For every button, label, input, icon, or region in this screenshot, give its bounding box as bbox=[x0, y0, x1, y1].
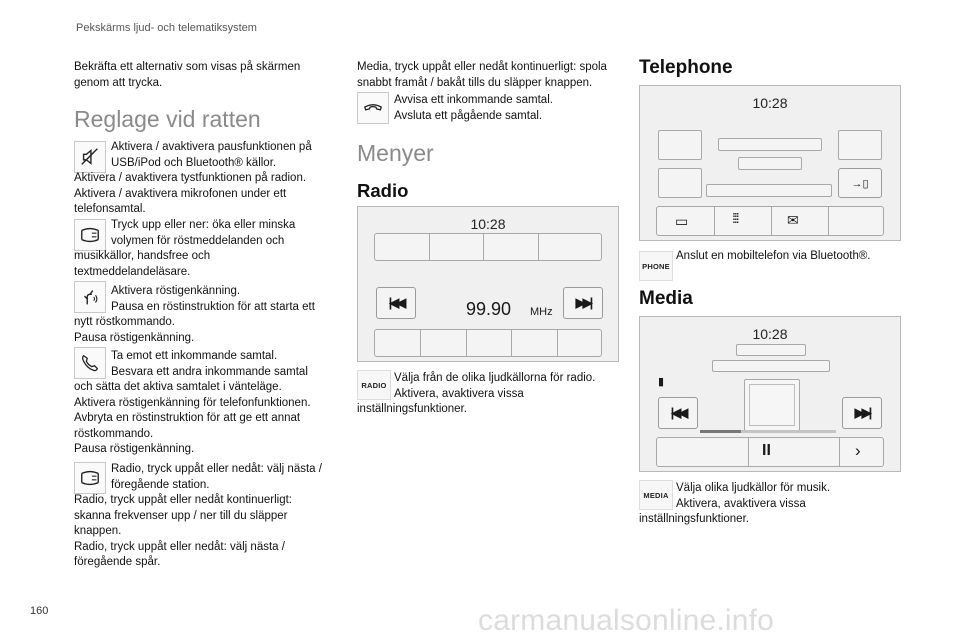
pause-icon[interactable]: II bbox=[762, 442, 771, 459]
phone-desc: Ta emot ett inkommande samtal.Besvara et… bbox=[111, 350, 308, 378]
phone-number-field bbox=[738, 157, 802, 170]
contacts-icon[interactable]: ▭ bbox=[675, 213, 689, 229]
phone-desc-cont: och sätta det aktiva samtalet i vänteläg… bbox=[74, 381, 311, 455]
radio-screen: 10:28 |◀◀ 99.90 MHz ▶▶| bbox=[357, 206, 619, 362]
rocker-icon bbox=[74, 462, 106, 494]
telephone-screen: 10:28 →▯ ▭ ⁞⁞⁞ ✉ bbox=[639, 85, 901, 241]
media-heading: Media bbox=[639, 288, 693, 309]
phone-cell-ml[interactable] bbox=[658, 168, 702, 198]
hangup-desc: Avvisa ett inkommande samtal.Avsluta ett… bbox=[394, 94, 553, 122]
media-desc: Välja olika ljudkällor för musik.Aktiver… bbox=[676, 482, 831, 510]
previous-icon: |◀◀ bbox=[388, 295, 407, 310]
phone-status-field bbox=[706, 184, 832, 197]
mute-icon bbox=[74, 141, 106, 173]
intro-text: Bekräfta ett alternativ som visas på skä… bbox=[74, 61, 301, 89]
radio-presets-bottom[interactable] bbox=[374, 329, 602, 357]
voice-desc-cont: nytt röstkommando.Pausa röstigenkänning. bbox=[74, 316, 195, 344]
phone-transfer-button[interactable]: →▯ bbox=[838, 168, 882, 198]
page-number: 160 bbox=[30, 605, 49, 617]
next-station-button[interactable]: ▶▶| bbox=[563, 287, 603, 319]
rocker-desc: Radio, tryck uppåt eller nedåt: välj näs… bbox=[111, 463, 322, 491]
keypad-icon[interactable]: ⁞⁞⁞ bbox=[732, 210, 740, 226]
radio-unit: MHz bbox=[530, 306, 553, 318]
chevron-right-icon[interactable]: › bbox=[855, 441, 861, 460]
phone-menu-desc: Anslut en mobiltelefon via Bluetooth®. bbox=[676, 250, 871, 262]
watermark: carmanualsonline.info bbox=[478, 604, 775, 637]
running-header: Pekskärms ljud- och telematiksystem bbox=[76, 22, 257, 34]
radio-presets-top[interactable] bbox=[374, 233, 602, 261]
previous-track-icon: |◀◀ bbox=[670, 405, 689, 420]
source-device-icon[interactable]: ▮ bbox=[658, 376, 665, 388]
voice-desc: Aktivera röstigenkänning.Pausa en röstin… bbox=[111, 285, 315, 313]
telephone-heading: Telephone bbox=[639, 57, 733, 78]
media-screen: 10:28 ▮ |◀◀ ▶▶| II › bbox=[639, 316, 901, 472]
telephone-clock: 10:28 bbox=[752, 95, 788, 111]
radio-desc-cont: inställningsfunktioner. bbox=[357, 403, 467, 415]
phone-cell-tl[interactable] bbox=[658, 130, 702, 160]
media-clock: 10:28 bbox=[752, 326, 788, 342]
media-desc-cont: inställningsfunktioner. bbox=[639, 513, 749, 525]
mute-desc-cont: Aktivera / avaktivera tystfunktionen på … bbox=[74, 172, 307, 215]
hangup-icon bbox=[357, 92, 389, 124]
transfer-icon: →▯ bbox=[851, 177, 869, 190]
media-seek-text: Media, tryck uppåt eller nedåt kontinuer… bbox=[357, 61, 607, 89]
previous-station-button[interactable]: |◀◀ bbox=[376, 287, 416, 319]
radio-clock: 10:28 bbox=[470, 216, 506, 232]
media-tag-icon: MEDIA bbox=[639, 480, 673, 510]
radio-desc: Välja från de olika ljudkällorna för rad… bbox=[394, 372, 596, 400]
radio-frequency: 99.90 bbox=[466, 299, 512, 319]
voice-recognition-icon bbox=[74, 281, 106, 313]
phone-cell-tr[interactable] bbox=[838, 130, 882, 160]
previous-track-button[interactable]: |◀◀ bbox=[658, 397, 698, 429]
message-icon[interactable]: ✉ bbox=[787, 212, 799, 228]
media-title-field bbox=[736, 344, 806, 356]
section-heading-steering: Reglage vid ratten bbox=[74, 106, 261, 132]
section-heading-menus: Menyer bbox=[357, 140, 434, 166]
next-track-button[interactable]: ▶▶| bbox=[842, 397, 882, 429]
phone-tag-icon: PHONE bbox=[639, 251, 673, 281]
media-progress-bar[interactable] bbox=[700, 430, 836, 433]
next-track-icon: ▶▶| bbox=[854, 405, 873, 420]
media-controls[interactable]: II › bbox=[656, 437, 884, 467]
album-art bbox=[744, 379, 800, 431]
media-progress-fill bbox=[700, 430, 741, 433]
phone-icon bbox=[74, 347, 106, 379]
volume-rocker-icon bbox=[74, 219, 106, 251]
phone-tabbar[interactable]: ▭ ⁞⁞⁞ ✉ bbox=[656, 206, 884, 236]
rocker-desc-cont: Radio, tryck uppåt eller nedåt kontinuer… bbox=[74, 494, 292, 568]
radio-icon: RADIO bbox=[357, 370, 391, 400]
media-artist-field bbox=[712, 360, 830, 372]
next-icon: ▶▶| bbox=[575, 295, 594, 310]
phone-name-field bbox=[718, 138, 822, 151]
radio-heading: Radio bbox=[357, 180, 409, 201]
